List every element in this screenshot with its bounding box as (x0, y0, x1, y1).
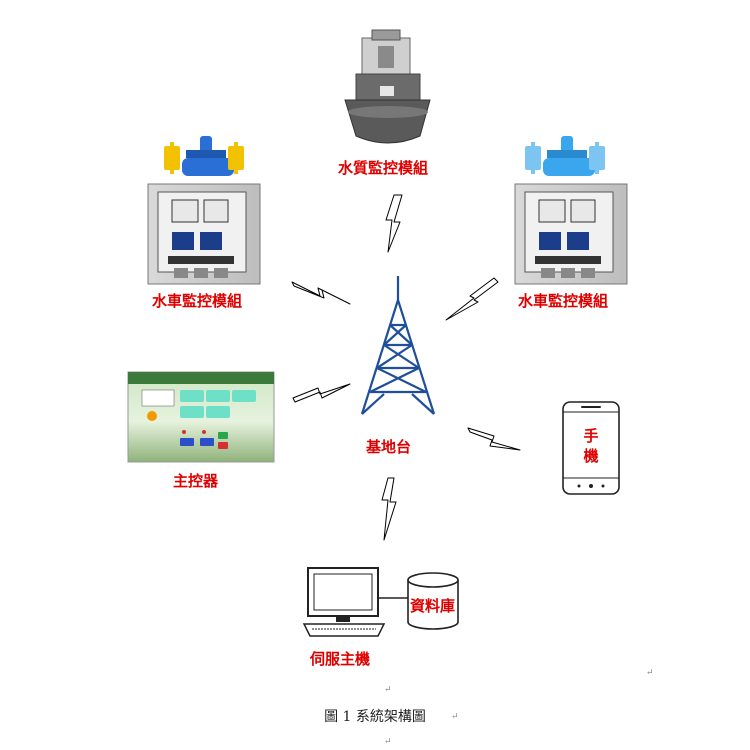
waterwheel-control-box-left-image (147, 183, 261, 285)
server-label: 伺服主機 (310, 650, 371, 668)
wireless-link-waterwheel-right (445, 277, 499, 321)
paragraph-mark-1: ↵ (646, 668, 654, 678)
phone-icon (562, 401, 620, 495)
base-station-tower-icon (360, 276, 436, 415)
paragraph-mark-4: ↵ (384, 737, 392, 747)
wireless-link-waterwheel-left (291, 281, 351, 305)
waterwheel-left-image (164, 136, 244, 176)
waterwheel-control-box-right-image (514, 183, 628, 285)
waterwheel-module-left-label: 水車監控模組 (152, 292, 243, 310)
database-icon (407, 572, 459, 630)
paragraph-mark-3: ↵ (451, 712, 459, 722)
water-quality-module-image (344, 29, 431, 144)
main-controller-screen-image (127, 371, 275, 463)
waterwheel-module-right-label: 水車監控模組 (518, 292, 609, 310)
paragraph-mark-2: ↵ (384, 685, 392, 695)
database-label: 資料庫 (410, 597, 456, 615)
main-controller-label: 主控器 (173, 472, 219, 490)
wireless-link-water-quality (385, 194, 403, 253)
wireless-link-main-controller (292, 383, 351, 403)
water-quality-module-label: 水質監控模組 (338, 159, 429, 177)
waterwheel-right-image (525, 136, 605, 176)
server-computer-icon (302, 567, 410, 637)
phone-label: 手機 (583, 427, 599, 465)
figure-caption: 圖 1 系統架構圖 (324, 709, 426, 725)
wireless-link-server (381, 477, 397, 541)
base-station-label: 基地台 (366, 438, 412, 456)
wireless-link-phone (467, 427, 521, 451)
